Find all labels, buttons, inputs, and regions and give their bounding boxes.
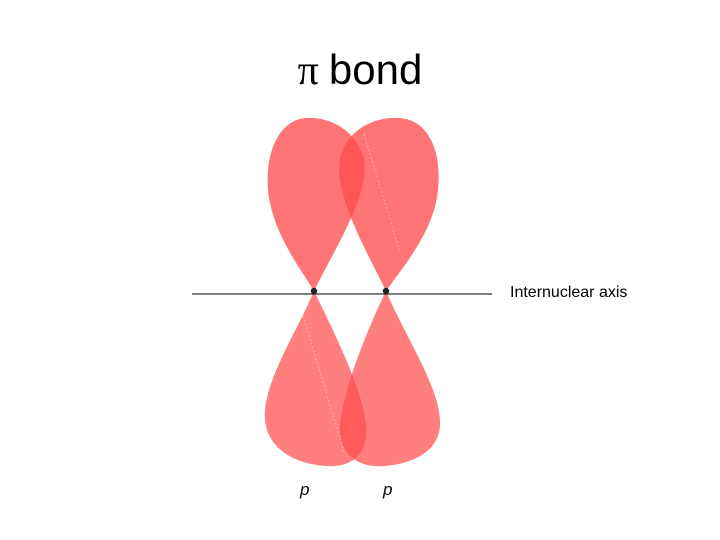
internuclear-axis-label: Internuclear axis — [510, 284, 628, 301]
right-upper-lobe — [339, 117, 439, 291]
left-orbital-label: p — [300, 480, 310, 499]
right-p-orbital — [339, 117, 441, 467]
right-orbital-label: p — [383, 480, 393, 499]
right-lower-lobe — [339, 291, 441, 467]
left-nucleus — [310, 287, 318, 295]
pi-symbol: π — [297, 48, 319, 94]
left-orbital-edge-line — [301, 311, 345, 453]
title-text: bond — [328, 46, 423, 93]
right-nucleus — [382, 287, 390, 295]
right-orbital-edge-line — [363, 133, 401, 253]
